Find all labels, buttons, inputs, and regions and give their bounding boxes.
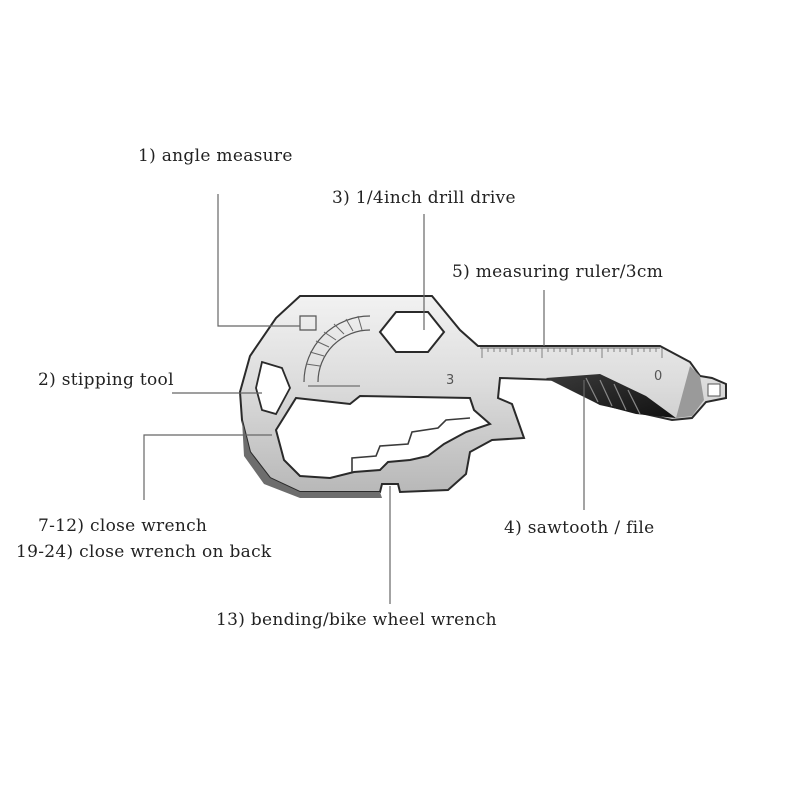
- label-measuring-ruler: 5) measuring ruler/3cm: [452, 262, 664, 282]
- wrench-opening: [274, 394, 492, 480]
- wrench-steps: [351, 417, 471, 472]
- hex-drill-drive: [378, 311, 446, 353]
- key-tool-body: [238, 295, 727, 498]
- label-sawtooth: 4) sawtooth / file: [504, 518, 655, 538]
- ruler-mark-3: 3: [446, 373, 454, 388]
- label-drill-drive: 3) 1/4inch drill drive: [332, 188, 516, 208]
- stripping-notch: [255, 360, 291, 416]
- leader-close-wrench: [143, 434, 272, 500]
- tool-tip: [676, 366, 704, 418]
- label-bike-wrench: 13) bending/bike wheel wrench: [216, 610, 497, 630]
- ruler-mark-0: 0: [654, 369, 662, 384]
- leader-lines: [143, 194, 585, 604]
- label-close-wrench: 7-12) close wrench: [38, 516, 208, 536]
- sawtooth-file: [546, 374, 676, 418]
- angle-protractor: [299, 315, 371, 387]
- label-stripping-tool: 2) stipping tool: [38, 370, 174, 390]
- label-close-wrench-back: 19-24) close wrench on back: [16, 542, 272, 562]
- leader-angle-measure: [217, 194, 300, 327]
- ruler-scale: [480, 347, 663, 358]
- tip-slot: [707, 383, 721, 397]
- label-angle-measure: 1) angle measure: [138, 146, 293, 166]
